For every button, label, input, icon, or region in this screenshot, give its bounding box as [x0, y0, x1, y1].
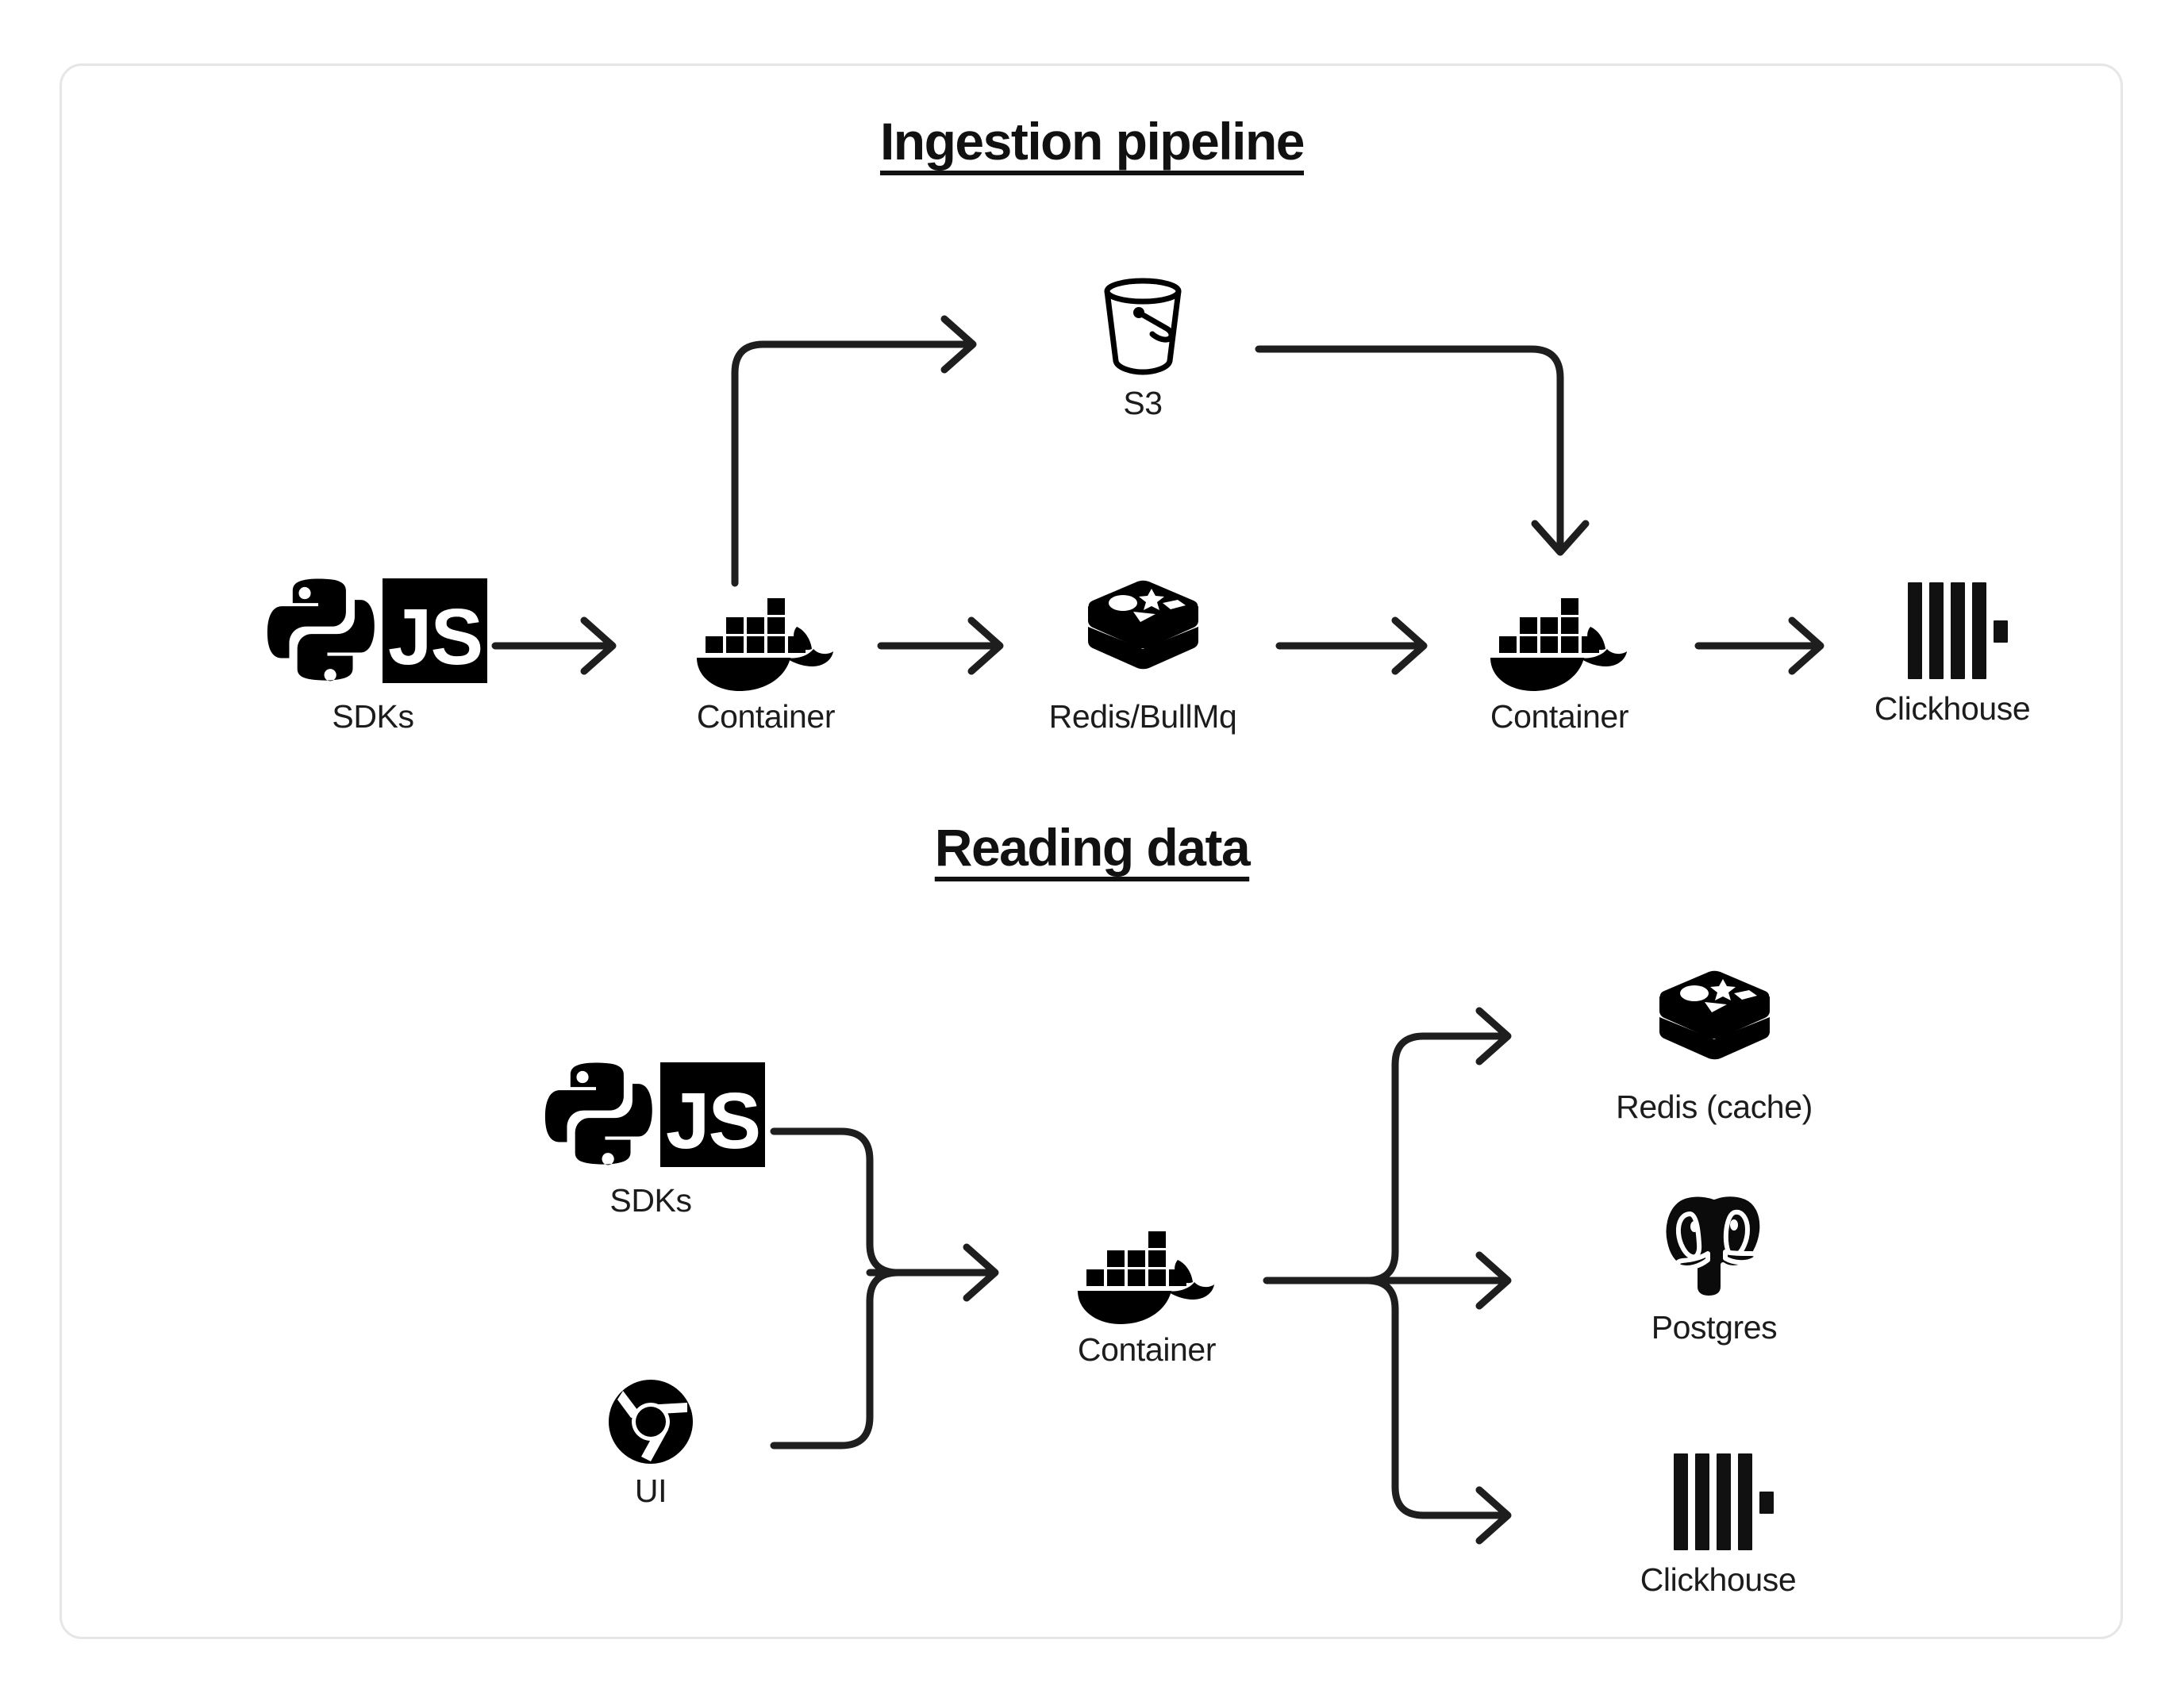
section-title-reading: Reading data — [934, 818, 1251, 877]
python-logo-icon — [544, 1062, 652, 1165]
node-label-sdks: SDKs — [609, 1182, 692, 1219]
node-label-postgres: Postgres — [1651, 1309, 1778, 1346]
node-redis-cache[interactable]: Redis (cache) — [1548, 970, 1881, 1126]
python-js-sdks-icon: JS — [536, 1055, 765, 1174]
node-s3[interactable]: S3 — [1032, 274, 1254, 422]
node-label-sdks: SDKs — [332, 698, 414, 735]
node-redis-bullmq[interactable]: Redis/BullMq — [1000, 579, 1286, 735]
docker-whale-icon — [1077, 1212, 1217, 1324]
node-ui[interactable]: UI — [556, 1379, 746, 1510]
python-js-sdks-icon: JS — [259, 571, 487, 690]
node-label-ui: UI — [634, 1473, 667, 1509]
node-label-clickhouse: Clickhouse — [1874, 690, 2031, 727]
node-label-redis-bullmq: Redis/BullMq — [1048, 698, 1237, 735]
s3-bucket-icon — [1094, 274, 1193, 377]
javascript-logo-icon: JS — [660, 1062, 765, 1167]
docker-whale-icon — [1490, 579, 1629, 691]
node-sdks-reading[interactable]: JS SDKs — [524, 1055, 778, 1219]
node-clickhouse-reading[interactable]: Clickhouse — [1551, 1450, 1885, 1599]
postgres-elephant-icon — [1659, 1190, 1770, 1301]
node-container-reading[interactable]: Container — [1032, 1212, 1262, 1369]
node-label-container: Container — [1490, 698, 1629, 735]
python-logo-icon — [267, 578, 375, 682]
node-label-clickhouse: Clickhouse — [1640, 1561, 1797, 1598]
node-clickhouse-ingest[interactable]: Clickhouse — [1825, 579, 2079, 728]
node-container-ingest-2[interactable]: Container — [1444, 579, 1675, 735]
node-label-redis-cache: Redis (cache) — [1616, 1089, 1813, 1125]
diagram-card — [60, 63, 2123, 1639]
clickhouse-bars-icon — [1905, 579, 2008, 682]
node-label-s3: S3 — [1123, 385, 1163, 421]
clickhouse-bars-icon — [1671, 1450, 1774, 1553]
node-label-container: Container — [696, 698, 836, 735]
node-postgres[interactable]: Postgres — [1555, 1190, 1873, 1346]
chrome-browser-icon — [608, 1379, 694, 1465]
docker-whale-icon — [696, 579, 836, 691]
js-badge-text: JS — [387, 593, 483, 682]
redis-stack-icon — [1086, 579, 1201, 690]
redis-stack-icon — [1657, 970, 1772, 1081]
node-label-container: Container — [1077, 1331, 1217, 1368]
section-title-ingestion: Ingestion pipeline — [879, 112, 1305, 171]
js-badge-text: JS — [665, 1077, 761, 1165]
node-sdks-ingestion[interactable]: JS SDKs — [246, 571, 500, 735]
node-container-ingest-1[interactable]: Container — [651, 579, 881, 735]
javascript-logo-icon: JS — [383, 578, 487, 683]
